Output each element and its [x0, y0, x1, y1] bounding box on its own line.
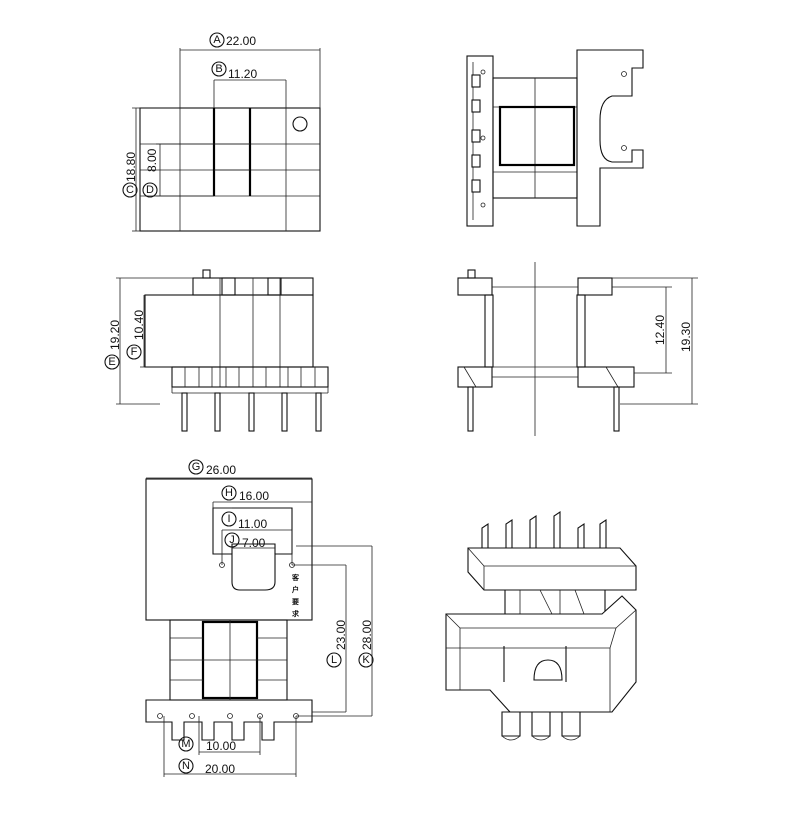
dim-value-k: 28.00 [360, 620, 374, 650]
dim-letter-k: K [362, 654, 370, 666]
note-char-1: 客 [291, 573, 300, 582]
dim-value-m: 10.00 [206, 739, 236, 753]
dim-label-k [358, 652, 374, 668]
dim-letter-l: L [331, 654, 337, 666]
dim-letter-c: C [126, 184, 134, 196]
dim-value-b: 11.20 [228, 67, 257, 81]
dim-value-a: 22.00 [226, 34, 256, 48]
dim-letter-a: A [213, 34, 221, 46]
dim-value-i: 11.00 [238, 517, 267, 531]
iso-pins [481, 510, 607, 548]
note-char-4: 求 [292, 609, 300, 618]
mounting-hole [292, 116, 308, 132]
dim-letter-g: G [192, 461, 201, 473]
note-char-2: 户 [292, 585, 299, 594]
dim-label-e [104, 354, 120, 370]
side-view-top [466, 49, 644, 227]
dim-value-l: 23.00 [334, 620, 348, 650]
dim-label-c [122, 182, 138, 198]
dim-letter-i: I [227, 513, 230, 525]
dim-value-d: 8.00 [145, 148, 159, 172]
base-plate [145, 699, 313, 741]
dim-label-h [221, 485, 237, 501]
side-view: 12.40 19.30 [457, 262, 698, 436]
note-char-3: 要 [292, 597, 299, 606]
isometric-view [445, 510, 637, 741]
dim-letter-n: N [182, 760, 190, 772]
dim-label-f [126, 344, 142, 360]
dim-label-g [188, 459, 204, 475]
dim-label-a [209, 32, 225, 48]
front-pins [181, 392, 322, 432]
dim-label-l [326, 652, 342, 668]
dim-letter-e: E [108, 356, 115, 368]
top-view: A 22.00 B 11.20 C 18.80 D 8.00 [122, 32, 321, 232]
dim-label-m [178, 736, 194, 752]
dim-label-d [142, 182, 158, 198]
dim-value-12-40: 12.40 [653, 315, 667, 345]
bottom-view: 客 户 要 求 G 26.00 H 16.00 I 11.00 J 7.00 K… [145, 459, 374, 777]
dim-letter-b: B [215, 63, 222, 75]
dim-label-b [211, 61, 227, 77]
dim-value-g: 26.00 [206, 463, 236, 477]
dim-letter-f: F [131, 346, 138, 358]
dim-letter-m: M [181, 738, 190, 750]
dim-value-h: 16.00 [239, 489, 269, 503]
dim-value-e: 19.20 [108, 320, 122, 350]
iso-base [445, 595, 637, 713]
dim-value-c: 18.80 [124, 152, 138, 182]
dim-label-n [178, 758, 194, 774]
dim-value-n: 20.00 [205, 762, 235, 776]
dim-value-f: 10.40 [132, 310, 146, 340]
dim-letter-j: J [229, 534, 235, 546]
dim-letter-h: H [225, 487, 233, 499]
dim-value-19-30: 19.30 [679, 322, 693, 352]
dim-label-j [224, 532, 240, 548]
front-view: E 19.20 F 10.40 [104, 269, 329, 432]
center-window [212, 507, 293, 591]
dim-value-j: 7.00 [242, 536, 266, 550]
dim-label-i [221, 511, 237, 527]
dim-letter-d: D [146, 184, 154, 196]
top-view-outline [139, 107, 321, 232]
clip-bracket [576, 49, 644, 227]
